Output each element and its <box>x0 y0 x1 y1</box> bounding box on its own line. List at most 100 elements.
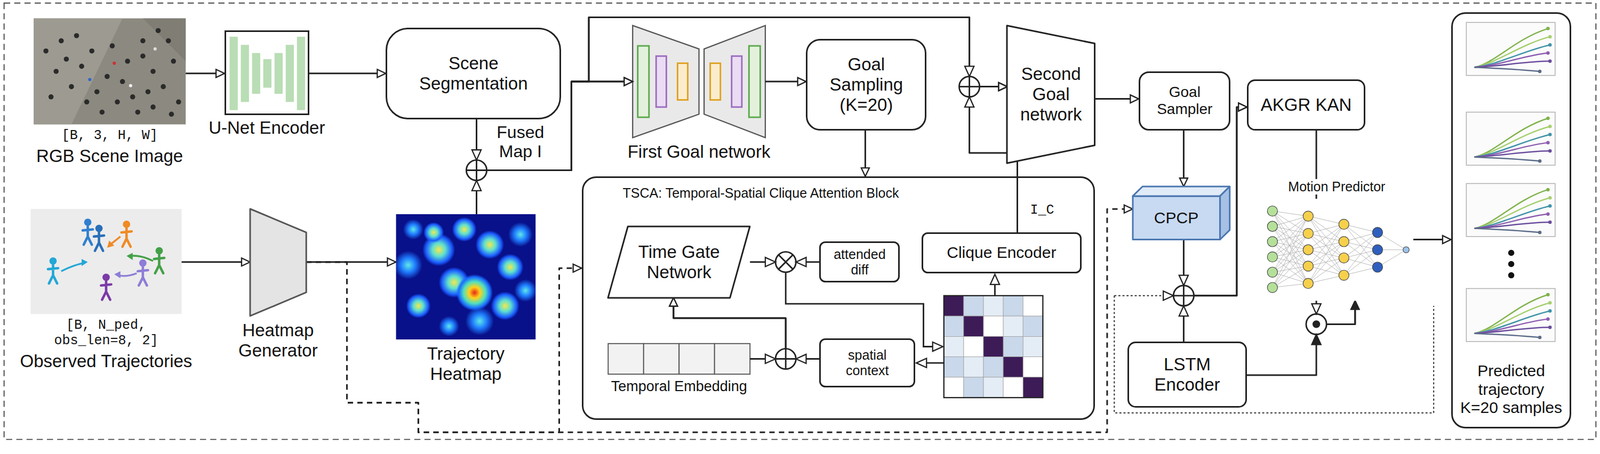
annotation: Fused Map I <box>490 122 550 163</box>
trajectory-sketch <box>48 257 59 284</box>
scene-photo <box>160 84 166 90</box>
network-illustration <box>1338 236 1349 247</box>
trajectory-sketch <box>61 263 84 272</box>
adjacency-matrix <box>944 357 964 378</box>
network-illustration <box>1372 227 1383 238</box>
arrow-head <box>1312 304 1322 315</box>
scene-photo <box>88 77 92 82</box>
scene-photo <box>43 48 49 54</box>
goal-network-icon <box>677 63 688 101</box>
heatmap-picture <box>395 214 536 340</box>
trajectory-sketch <box>114 271 120 279</box>
arrow-head <box>990 274 1000 285</box>
encoder-bars <box>297 36 306 111</box>
connector <box>1246 300 1356 376</box>
connector <box>1413 238 1452 241</box>
operator-symbol <box>958 76 980 98</box>
trajectory-sketch <box>30 209 182 315</box>
trajectory-sketch <box>100 281 111 300</box>
node-label: CPCP <box>1154 209 1199 228</box>
process-box: Goal Sampler <box>1138 71 1231 131</box>
node-label: Time Gate Network <box>630 242 727 283</box>
arrow-head <box>1312 334 1322 346</box>
scene-photo <box>53 68 59 75</box>
network-illustration <box>1338 270 1349 281</box>
network-illustration <box>1267 221 1278 232</box>
heatmap-picture <box>395 214 536 340</box>
adjacency-matrix <box>963 296 984 317</box>
network-illustration <box>1267 205 1278 216</box>
scene-photo <box>33 18 123 125</box>
trajectory-sketch <box>126 253 133 261</box>
text-group: LSTM Encoder <box>1129 343 1246 407</box>
trajectory-plots <box>1466 22 1555 76</box>
node-label: Heatmap Generator <box>232 320 324 362</box>
shape-face <box>1132 186 1230 197</box>
node-label: Goal Sampler <box>1152 83 1217 118</box>
text-group: Scene Segmentation <box>387 29 560 118</box>
adjacency-matrix <box>944 336 964 357</box>
goal-network-icon <box>710 63 721 101</box>
trajectory-sketch <box>121 228 132 247</box>
shape-face <box>250 209 307 317</box>
text-group: [B, N_ped, obs_len=8, 2]Observed Traject… <box>20 318 193 372</box>
network-illustration <box>1267 252 1278 263</box>
operator-symbol <box>958 76 980 98</box>
scene-photo <box>84 99 90 106</box>
encoder-bars <box>263 59 272 88</box>
generator-block: Heatmap Generator <box>250 209 307 317</box>
adjacency-matrix <box>1022 316 1043 337</box>
scene-photo <box>33 18 186 125</box>
operator-symbol <box>1313 321 1319 328</box>
text-group: attended diff <box>820 243 899 282</box>
network-illustration <box>1302 278 1314 289</box>
network-illustration <box>1272 211 1407 288</box>
trajectory-sketch <box>82 226 93 245</box>
process-box: spatial context <box>819 338 916 388</box>
gate-block: Time Gate Network <box>608 226 750 299</box>
connector <box>1094 98 1139 100</box>
adjacency-matrix <box>963 316 984 337</box>
heatmap-picture <box>497 253 524 281</box>
encoder-bars <box>274 53 283 95</box>
network-illustration <box>1267 282 1278 293</box>
network-illustration <box>1338 219 1349 230</box>
node-label: Predicted trajectory K=20 samples <box>1458 362 1565 418</box>
heatmap-picture <box>456 274 493 312</box>
scene-photo <box>176 99 182 106</box>
shape-face <box>1006 25 1095 164</box>
embedding-cells <box>608 344 644 375</box>
adjacency-matrix <box>963 336 984 357</box>
scene-photo <box>48 94 54 100</box>
trajectory-sketch <box>82 218 93 245</box>
scene-photo <box>78 64 85 70</box>
node-label: [B, N_ped, obs_len=8, 2] <box>50 318 163 350</box>
network-block: Second Goal network <box>1006 25 1095 164</box>
operator-symbol <box>466 160 487 181</box>
goal-network-icon <box>748 45 760 118</box>
network-illustration <box>1372 262 1383 273</box>
heatmap-picture <box>403 219 424 240</box>
trajectory-sketch <box>118 273 137 277</box>
edge-label: I_C <box>1028 203 1056 219</box>
heatmap-image: Trajectory Heatmap <box>395 214 536 340</box>
trajectory-sketch <box>95 225 103 233</box>
trajectory-sketch <box>100 274 111 301</box>
network-illustration <box>1302 261 1314 272</box>
dotted-wire <box>1114 296 1434 414</box>
embedding-cells <box>678 344 715 375</box>
text-group: Temporal Embedding <box>611 378 748 396</box>
heatmap-picture <box>465 307 494 336</box>
encoder-bars <box>229 36 306 111</box>
scene-photo <box>109 43 116 49</box>
adjacency-matrix <box>1022 336 1043 357</box>
text-group: Trajectory Heatmap <box>417 344 514 385</box>
embedding-block: Temporal Embedding <box>608 344 750 375</box>
embedding-cells <box>643 344 679 375</box>
encoder-bars <box>252 53 261 95</box>
adjacency-matrix <box>1022 357 1043 378</box>
text-group: Time Gate Network <box>608 226 750 299</box>
adjacency-matrix <box>1003 377 1023 398</box>
operator-symbol <box>775 252 796 273</box>
arrow-head <box>765 354 776 364</box>
